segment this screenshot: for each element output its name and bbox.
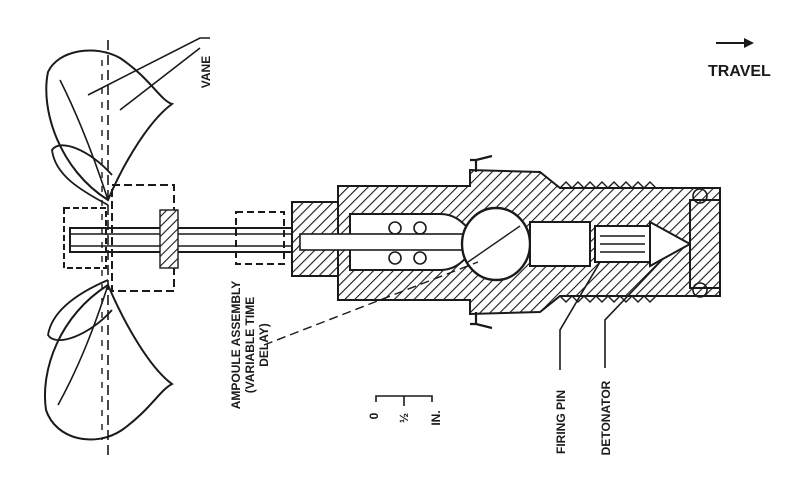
label-ampoule-line3: DELAY): [257, 323, 271, 367]
travel-arrow-head: [744, 38, 754, 48]
label-ampoule-line2: (VARIABLE TIME: [243, 297, 257, 393]
label-vane: VANE: [199, 56, 213, 88]
scale-tick-half: ½: [397, 413, 411, 423]
vane-blade-lower: [44, 283, 174, 441]
vane-blade-lower-rear: [47, 279, 113, 341]
ampoule-housing: [63, 184, 296, 292]
label-firing-pin: FIRING PIN: [554, 390, 568, 454]
label-ampoule-line1: AMPOULE ASSEMBLY: [229, 281, 243, 409]
striker-rod: [299, 233, 466, 251]
nose-cap: [689, 199, 721, 289]
vane-blade-upper-rear: [51, 144, 113, 206]
scale-bar: 0 ½ IN.: [367, 395, 443, 426]
ampoule-glass: [460, 206, 532, 282]
clip-upper: [470, 154, 493, 172]
leader-lines: [87, 37, 754, 370]
detonator-cone: [649, 220, 693, 268]
vane-blade-upper: [45, 49, 175, 202]
forward-cavity: [529, 221, 591, 267]
scale-unit: IN.: [429, 410, 443, 425]
scale-tick-0: 0: [367, 412, 381, 419]
label-travel: TRAVEL: [708, 63, 771, 80]
clip-lower: [470, 312, 493, 330]
label-detonator: DETONATOR: [599, 380, 613, 455]
vane-blade-upper-edge: [59, 79, 109, 201]
vane-blade-lower-edge: [57, 284, 109, 406]
fuze-body: [291, 154, 721, 330]
vane-assembly: [44, 40, 175, 455]
